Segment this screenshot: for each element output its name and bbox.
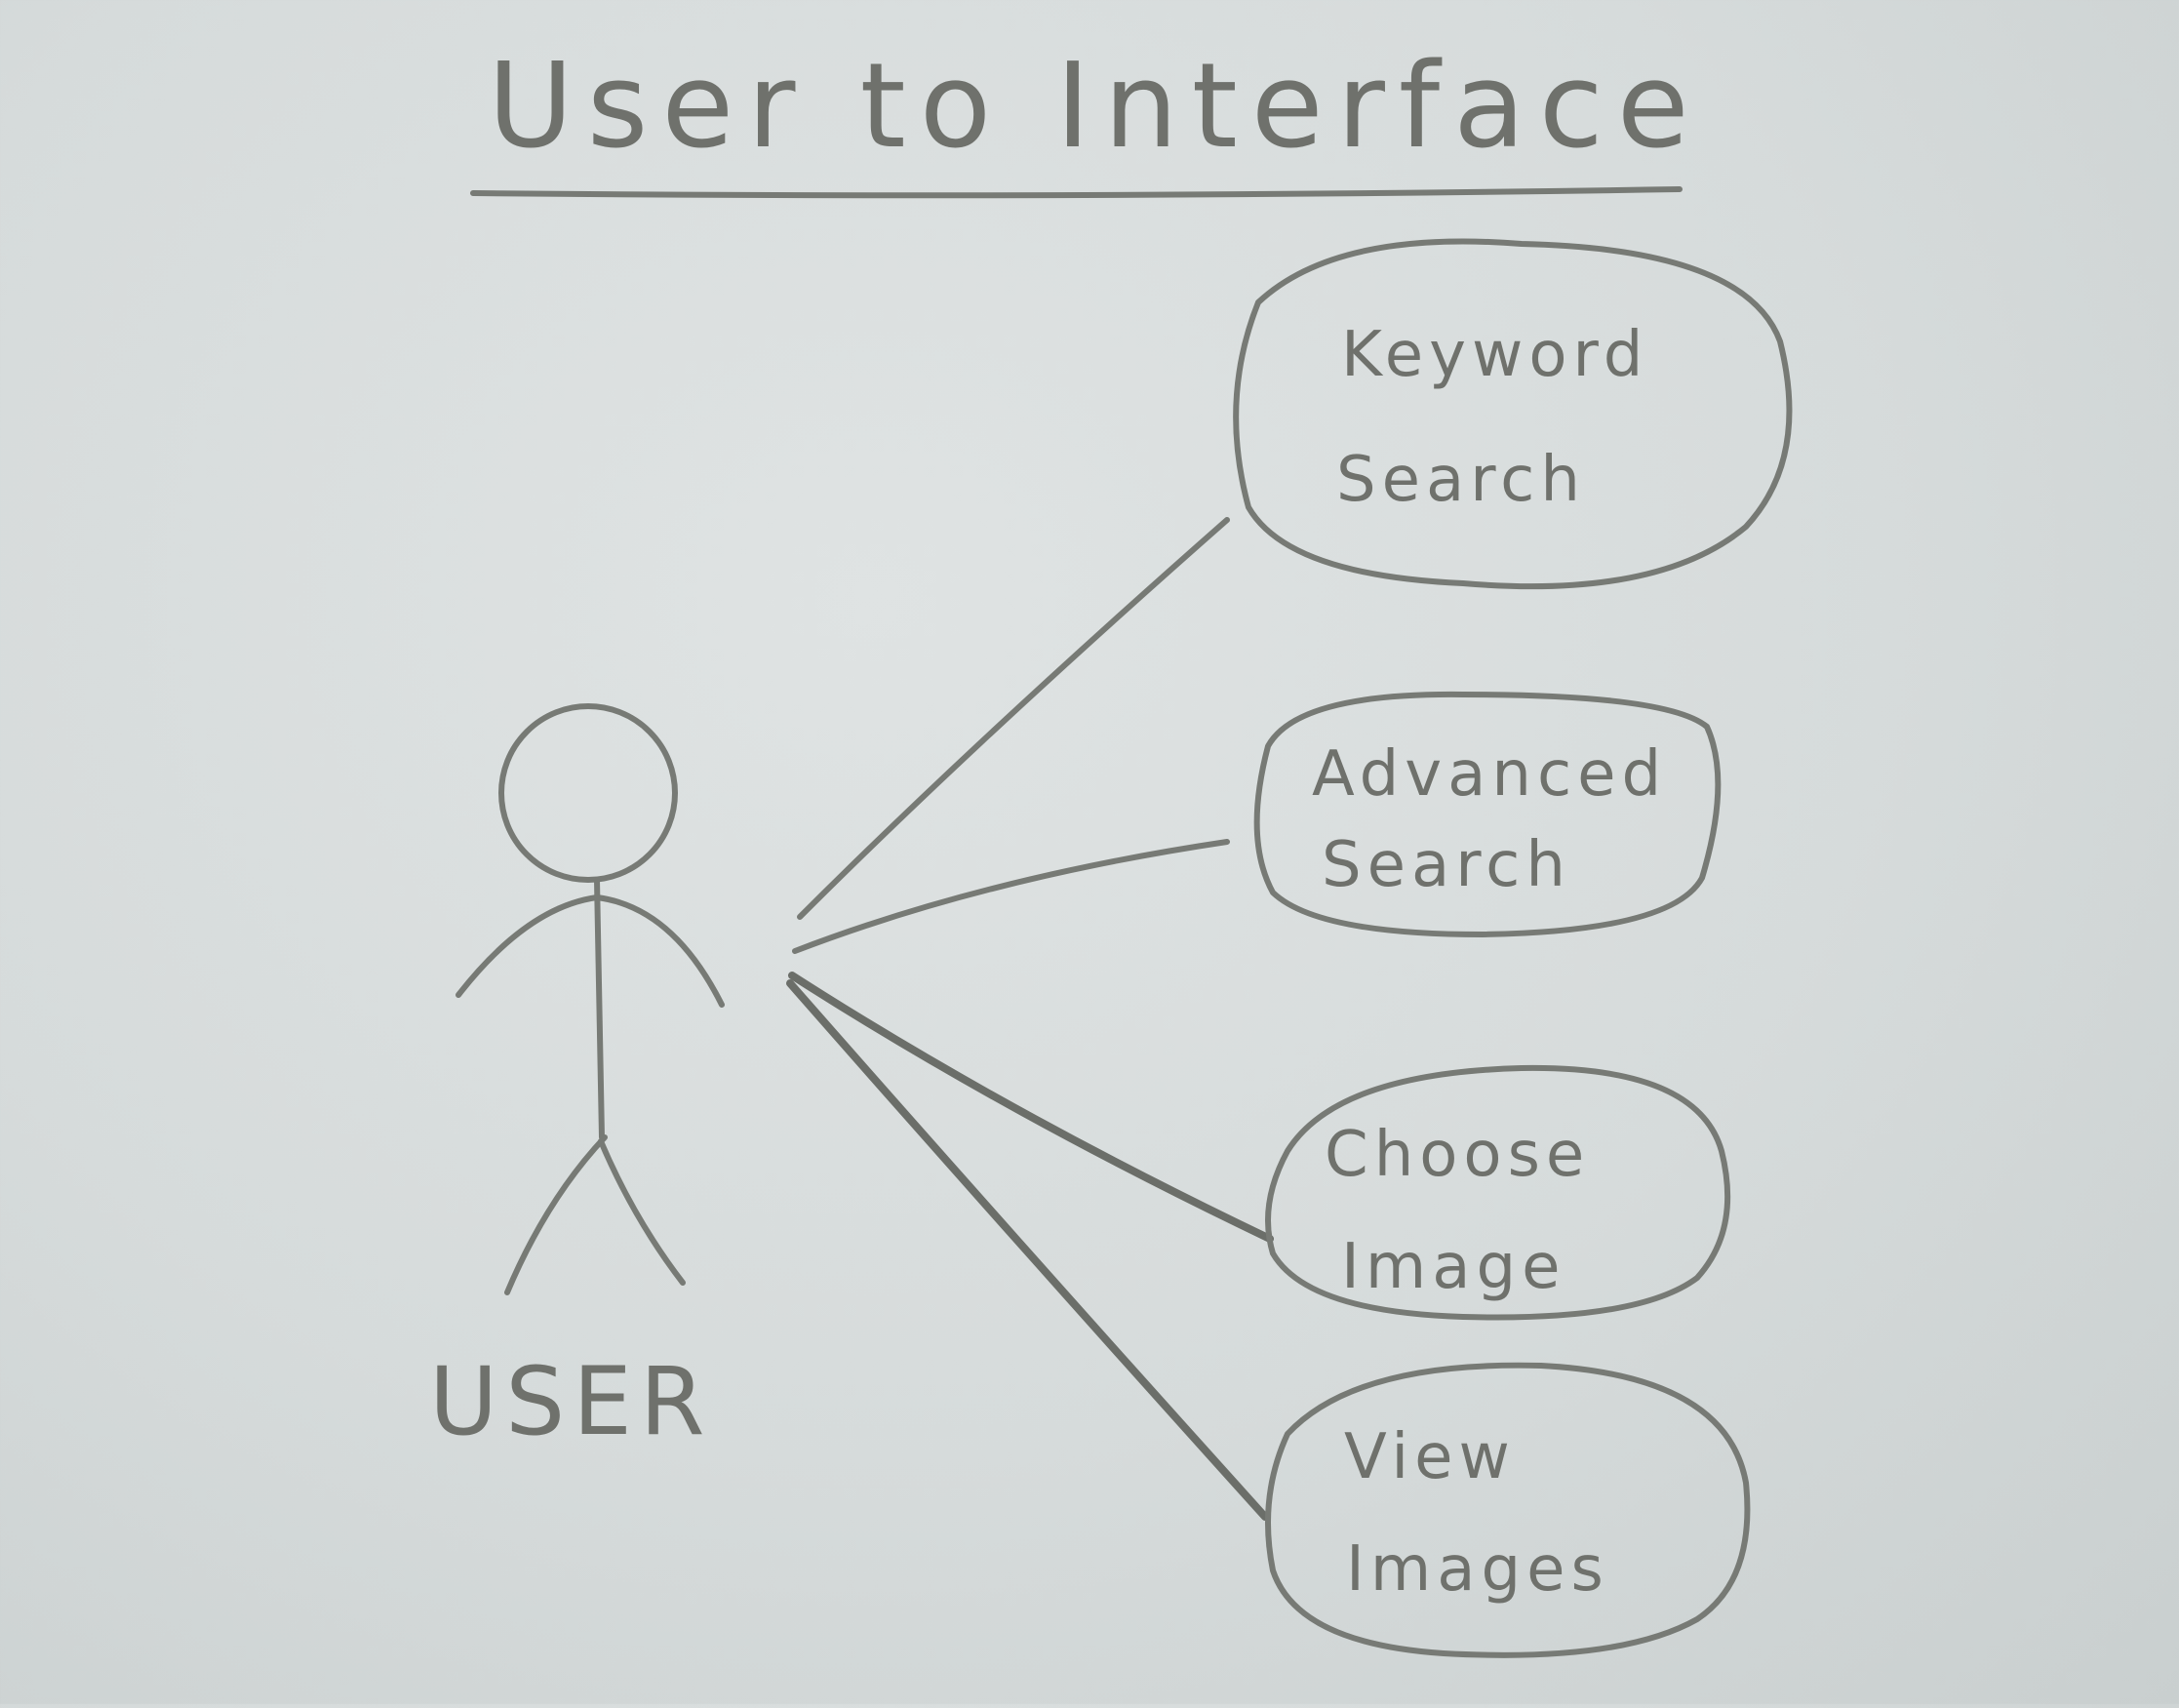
use-case-choose-image: Choose Image [1265, 1064, 1731, 1321]
use-case-label-line1: Keyword [1341, 319, 1648, 391]
actor-arms [456, 894, 725, 1008]
oval-advanced-search [1253, 691, 1722, 937]
user-actor [456, 703, 725, 1295]
use-case-label-line1: Advanced [1312, 738, 1667, 811]
line-to-keyword-search [797, 517, 1230, 920]
line-to-view-images [786, 979, 1269, 1521]
actor-right-leg [598, 1138, 686, 1286]
diagram-title: User to Interface [488, 39, 1703, 175]
title-underline [470, 186, 1683, 199]
oval-keyword-search [1233, 238, 1793, 590]
line-to-choose-image [788, 972, 1274, 1243]
use-case-label-line2: Search [1322, 829, 1571, 901]
use-case-label-line2: Search [1336, 444, 1586, 516]
use-case-label-line2: Image [1341, 1231, 1565, 1303]
use-case-keyword-search: Keyword Search [1233, 238, 1793, 590]
use-case-view-images: View Images [1265, 1362, 1751, 1658]
use-case-label-line2: Images [1346, 1533, 1609, 1606]
actor-head [498, 703, 678, 883]
actor-label: USER [429, 1347, 713, 1456]
oval-choose-image [1265, 1064, 1731, 1321]
use-case-advanced-search: Advanced Search [1253, 691, 1722, 937]
oval-view-images [1265, 1362, 1751, 1658]
use-case-label-line1: Choose [1325, 1119, 1590, 1191]
actor-left-leg [504, 1134, 608, 1295]
actor-body [594, 877, 605, 1140]
line-to-advanced-search [792, 839, 1230, 954]
use-case-label-line1: View [1344, 1421, 1516, 1493]
